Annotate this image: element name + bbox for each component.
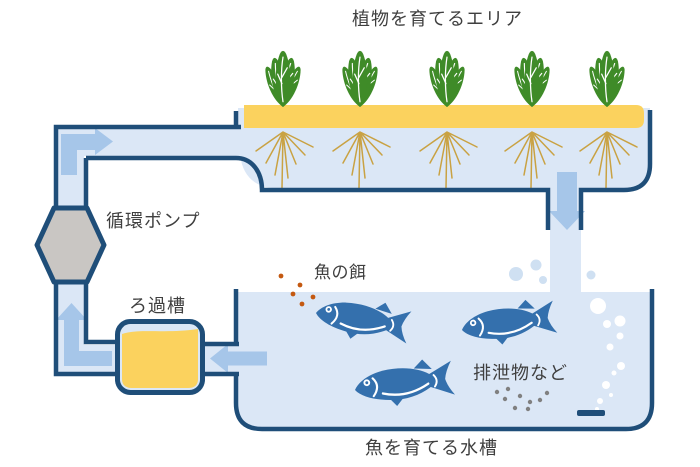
flow-arrow-down-icon bbox=[549, 172, 585, 230]
tank-bar-icon bbox=[577, 410, 605, 416]
plant-icon bbox=[339, 51, 382, 109]
plant-icon bbox=[262, 51, 305, 109]
waste-label: 排泄物など bbox=[473, 363, 568, 383]
plant-area-label: 植物を育てるエリア bbox=[352, 9, 523, 29]
grow-bed-media bbox=[244, 105, 644, 128]
plant-icon bbox=[426, 51, 469, 109]
fish-tank-label: 魚を育てる水槽 bbox=[365, 438, 498, 458]
pump-icon bbox=[34, 205, 107, 285]
air-bubbles bbox=[590, 298, 626, 411]
plant-icon bbox=[586, 51, 629, 109]
waste-dots bbox=[494, 386, 550, 412]
plant-icon bbox=[511, 51, 554, 109]
splash-bubbles bbox=[509, 259, 596, 284]
plants bbox=[262, 51, 629, 109]
fish-tank-water bbox=[238, 292, 650, 427]
filter-label: ろ過槽 bbox=[129, 296, 186, 316]
flow-arrow-left-icon bbox=[210, 344, 267, 373]
pump-label: 循環ポンプ bbox=[106, 211, 200, 231]
fish-food-label: 魚の餌 bbox=[314, 263, 367, 282]
fish-food-dots bbox=[278, 273, 316, 307]
flow-arrow-up-icon bbox=[56, 303, 112, 366]
tank-outline bbox=[233, 289, 655, 432]
filter-tank-icon bbox=[115, 319, 205, 395]
flow-arrow-right-icon bbox=[61, 128, 113, 175]
